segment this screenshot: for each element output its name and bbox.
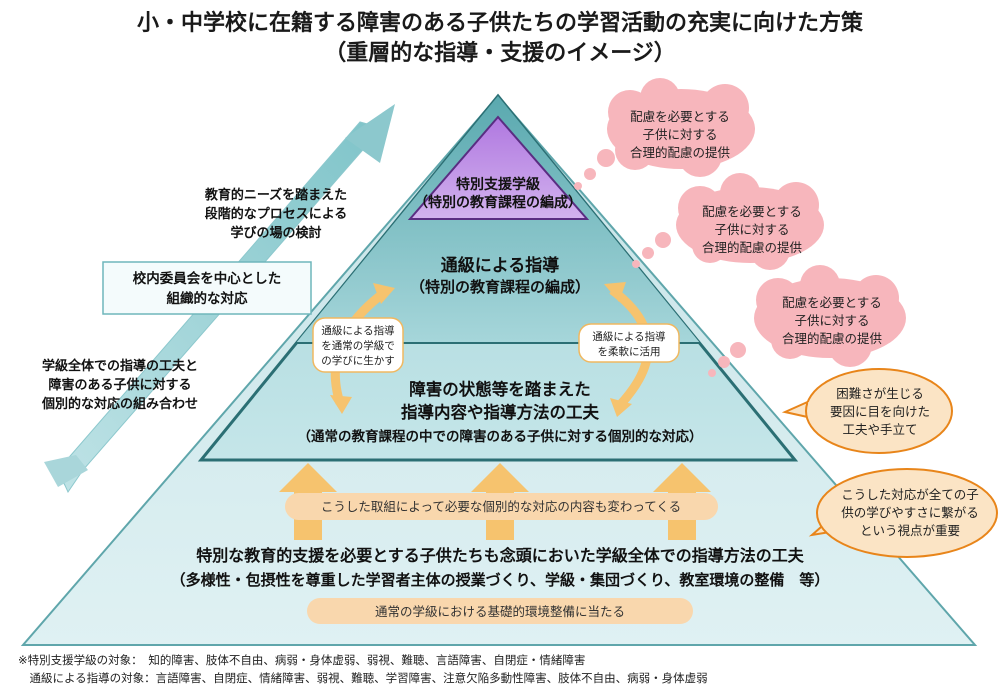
cloud-1: 配慮を必要とする 子供に対する 合理的配慮の提供 bbox=[574, 78, 755, 190]
committee-line2: 組織的な対応 bbox=[167, 290, 248, 307]
arrow-label-line2: 段階的なプロセスによる bbox=[205, 206, 348, 222]
top-tier-label: 特別支援学級 bbox=[456, 176, 540, 193]
cloud-3-line3: 合理的配慮の提供 bbox=[782, 331, 882, 346]
combo-label-line2: 障害のある子供に対する bbox=[48, 377, 191, 393]
base-label-line1: 特別な教育的支援を必要とする子供たちも念頭においた学級全体での指導方法の工夫 bbox=[196, 546, 805, 565]
diagram-title: 小・中学校に在籍する障害のある子供たちの学習活動の充実に向けた方策 bbox=[137, 10, 864, 36]
left-cycle-line1: 通級による指導 bbox=[321, 324, 395, 337]
tier3-label-line2: 指導内容や指導方法の工夫 bbox=[401, 402, 600, 422]
tier3-label-line3: （通常の教育課程の中での障害のある子供に対する個別的な対応） bbox=[298, 428, 703, 445]
bubble-2-line2: 供の学びやすさに繋がる bbox=[841, 505, 979, 520]
tier3-label-line1: 障害の状態等を踏まえた bbox=[409, 379, 591, 399]
bubble-2-line1: こうした対応が全ての子 bbox=[841, 487, 979, 502]
right-cycle-line1: 通級による指導 bbox=[592, 330, 666, 343]
combo-label-line3: 個別的な対応の組み合わせ bbox=[41, 396, 198, 412]
footnote-special-class: ※特別支援学級の対象： 知的障害、肢体不自由、病弱・身体虚弱、弱視、難聴、言語障… bbox=[18, 653, 586, 667]
committee-line1: 校内委員会を中心とした bbox=[133, 270, 282, 287]
arrow-label-line1: 教育的ニーズを踏まえた bbox=[204, 187, 347, 203]
bubble-2: こうした対応が全ての子 供の学びやすさに繋がる という視点が重要 bbox=[808, 468, 998, 558]
pyramid-top-tier bbox=[407, 115, 590, 220]
left-cycle-line2: を通常の学級で bbox=[321, 339, 395, 352]
bubble-1: 困難さが生じる 要因に目を向けた 工夫や手立て bbox=[781, 368, 953, 454]
cloud-1-line2: 子供に対する bbox=[642, 127, 717, 142]
diagram-subtitle: （重層的な指導・支援のイメージ） bbox=[324, 40, 676, 66]
cloud-2-line2: 子供に対する bbox=[714, 222, 789, 237]
pill-bottom: 通常の学級における基礎的環境整備に当たる bbox=[307, 598, 693, 624]
bubble-1-line2: 要因に目を向けた bbox=[830, 404, 930, 419]
pill-bottom-text: 通常の学級における基礎的環境整備に当たる bbox=[375, 604, 625, 619]
arrow-label-line3: 学びの場の検討 bbox=[230, 225, 321, 241]
cloud-3-line2: 子供に対する bbox=[794, 313, 869, 328]
bubble-2-line3: という視点が重要 bbox=[860, 523, 960, 538]
cloud-2-line3: 合理的配慮の提供 bbox=[702, 240, 802, 255]
base-label-line2: （多様性・包摂性を尊重した学習者主体の授業づくり、学級・集団づくり、教室環境の整… bbox=[171, 571, 830, 589]
pill-middle: こうした取組によって必要な個別的な対応の内容も変わってくる bbox=[285, 493, 718, 520]
cloud-1-line1: 配慮を必要とする bbox=[630, 109, 730, 124]
bubble-1-line3: 工夫や手立て bbox=[842, 422, 917, 437]
committee-box: 校内委員会を中心とした 組織的な対応 bbox=[102, 261, 312, 315]
tier2-sublabel: （特別の教育課程の編成） bbox=[410, 278, 590, 296]
left-cycle-note: 通級による指導 を通常の学級で の学びに生かす bbox=[312, 317, 404, 373]
right-cycle-line2: を柔軟に活用 bbox=[598, 345, 661, 358]
cloud-1-line3: 合理的配慮の提供 bbox=[630, 145, 730, 160]
bubble-1-line1: 困難さが生じる bbox=[836, 386, 924, 401]
footnote-resource-room: 通級による指導の対象：言語障害、自閉症、情緒障害、弱視、難聴、学習障害、注意欠陥… bbox=[18, 671, 708, 685]
tier2-label: 通級による指導 bbox=[441, 255, 560, 276]
cloud-2: 配慮を必要とする 子供に対する 合理的配慮の提供 bbox=[632, 173, 824, 270]
cloud-3-line1: 配慮を必要とする bbox=[782, 295, 882, 310]
right-cycle-note: 通級による指導 を柔軟に活用 bbox=[578, 323, 680, 363]
cloud-2-line1: 配慮を必要とする bbox=[702, 204, 802, 219]
top-tier-sublabel: （特別の教育課程の編成） bbox=[414, 194, 582, 211]
pill-middle-text: こうした取組によって必要な個別的な対応の内容も変わってくる bbox=[321, 499, 681, 514]
combo-label-line1: 学級全体での指導の工夫と bbox=[42, 358, 198, 374]
cloud-3: 配慮を必要とする 子供に対する 合理的配慮の提供 bbox=[708, 265, 906, 377]
left-cycle-line3: の学びに生かす bbox=[321, 354, 395, 367]
